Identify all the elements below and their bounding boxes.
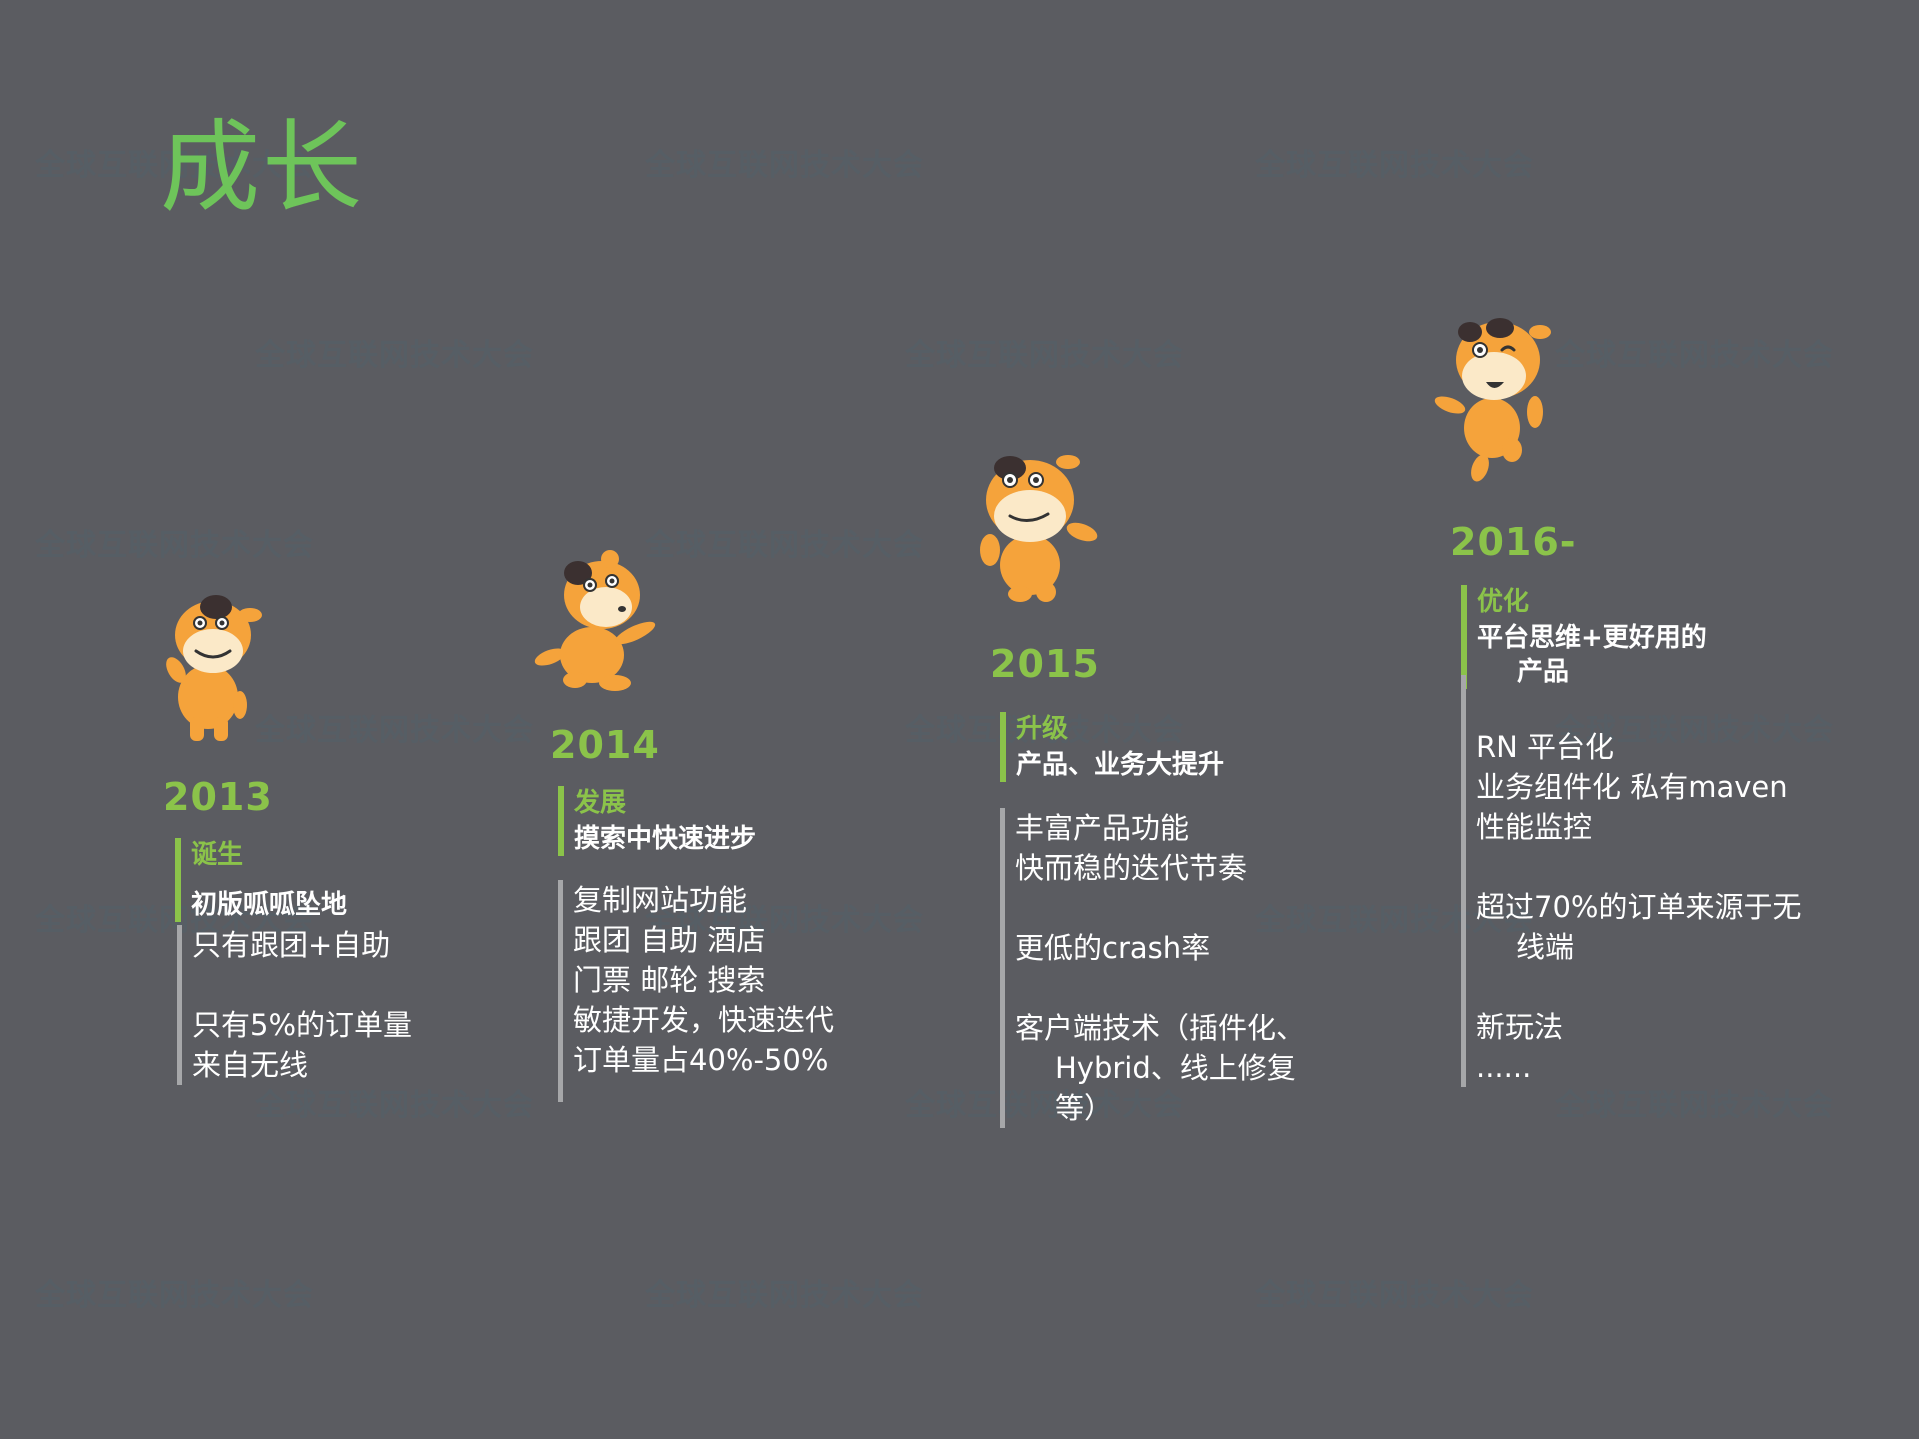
detail-spacer: [1476, 967, 1801, 1007]
stage-heading: 诞生 初版呱呱坠地: [175, 838, 347, 922]
watermark: 全球互联网技术大会: [35, 903, 314, 938]
stage-heading: 发展 摸索中快速进步: [558, 786, 756, 856]
stage-subtitle: 平台思维+更好用的: [1477, 623, 1707, 653]
detail-line: 新玩法: [1476, 1010, 1564, 1044]
watermark: 全球互联网技术大会: [1555, 713, 1834, 748]
cow-mascot-icon: [534, 550, 656, 691]
watermark: 全球互联网技术大会: [1555, 1088, 1834, 1123]
detail-line: 线端: [1516, 930, 1575, 964]
year-label: 2015: [990, 642, 1100, 686]
cow-mascot-icon: [1434, 318, 1551, 482]
detail-line: 客户端技术（插件化、: [1015, 1011, 1306, 1045]
watermark: 全球互联网技术大会: [1255, 903, 1534, 938]
stage-details: 只有跟团+自助 只有5%的订单量 来自无线: [177, 925, 412, 1085]
detail-line: ......: [1476, 1050, 1532, 1084]
detail-line: 等）: [1055, 1091, 1114, 1125]
watermark: 全球互联网技术大会: [255, 1088, 534, 1123]
year-label: 2014: [550, 723, 660, 767]
watermark: 全球互联网技术大会: [645, 903, 924, 938]
detail-line: 业务组件化 私有maven: [1476, 770, 1788, 804]
stage-heading: 优化 平台思维+更好用的 产品: [1461, 585, 1707, 689]
detail-line: 复制网站功能: [573, 883, 748, 917]
detail-line: 跟团 自助 酒店: [573, 923, 766, 957]
detail-spacer: [1476, 675, 1801, 727]
watermark: 全球互联网技术大会: [905, 338, 1184, 373]
watermark: 全球互联网技术大会: [905, 1088, 1184, 1123]
watermark: 全球互联网技术大会: [255, 338, 534, 373]
detail-spacer: [1015, 968, 1305, 1008]
detail-line: Hybrid、线上修复: [1055, 1051, 1296, 1085]
detail-line: 敏捷开发，快速迭代: [573, 1003, 835, 1037]
detail-line: 性能监控: [1476, 810, 1593, 844]
watermark: 全球互联网技术大会: [1555, 338, 1834, 373]
stage-details: 复制网站功能 跟团 自助 酒店 门票 邮轮 搜索 敏捷开发，快速迭代 订单量占4…: [558, 880, 834, 1102]
page-title: 成长: [160, 109, 364, 226]
detail-line: 丰富产品功能: [1015, 811, 1190, 845]
watermark: 全球互联网技术大会: [255, 713, 534, 748]
stage-subtitle: 产品: [1517, 657, 1570, 687]
stage-label: 优化: [1477, 587, 1530, 617]
detail-line: 门票 邮轮 搜索: [573, 963, 766, 997]
watermark: 全球互联网技术大会: [35, 528, 314, 563]
detail-line: 快而稳的迭代节奏: [1015, 851, 1248, 885]
stage-subtitle: 产品、业务大提升: [1016, 750, 1225, 780]
stage-subtitle: 摸索中快速进步: [574, 824, 757, 854]
detail-line: 来自无线: [192, 1048, 309, 1082]
watermark: 全球互联网技术大会: [645, 1278, 924, 1313]
detail-spacer: [192, 965, 412, 1005]
watermark: 全球互联网技术大会: [35, 148, 314, 183]
watermark: 全球互联网技术大会: [1255, 1278, 1534, 1313]
year-label: 2013: [163, 775, 273, 819]
stage-label: 发展: [574, 788, 627, 818]
detail-spacer: [1476, 847, 1801, 887]
stage-details: RN 平台化 业务组件化 私有maven 性能监控 超过70%的订单来源于无 线…: [1461, 675, 1801, 1087]
cow-mascot-icon: [980, 455, 1098, 602]
stage-label: 诞生: [191, 840, 244, 870]
stage-subtitle: 初版呱呱坠地: [191, 890, 348, 920]
stage-heading: 升级 产品、业务大提升: [1000, 712, 1224, 782]
detail-line: 超过70%的订单来源于无: [1476, 890, 1802, 924]
stage-label: 升级: [1016, 714, 1069, 744]
watermark: 全球互联网技术大会: [645, 148, 924, 183]
cow-mascot-icon: [166, 595, 262, 741]
detail-spacer: [1015, 888, 1305, 928]
detail-line: 订单量占40%-50%: [573, 1043, 829, 1077]
year-label: 2016-: [1450, 520, 1577, 564]
stage-details: 丰富产品功能 快而稳的迭代节奏 更低的crash率 客户端技术（插件化、 Hyb…: [1000, 808, 1305, 1128]
watermark: 全球互联网技术大会: [645, 528, 924, 563]
detail-line: 只有5%的订单量: [192, 1008, 413, 1042]
detail-line: 只有跟团+自助: [192, 928, 391, 962]
detail-line: RN 平台化: [1476, 730, 1615, 764]
watermark: 全球互联网技术大会: [1255, 148, 1534, 183]
detail-spacer: [573, 1080, 834, 1102]
watermark: 全球互联网技术大会: [905, 713, 1184, 748]
detail-line: 更低的crash率: [1015, 931, 1211, 965]
watermark: 全球互联网技术大会: [35, 1278, 314, 1313]
